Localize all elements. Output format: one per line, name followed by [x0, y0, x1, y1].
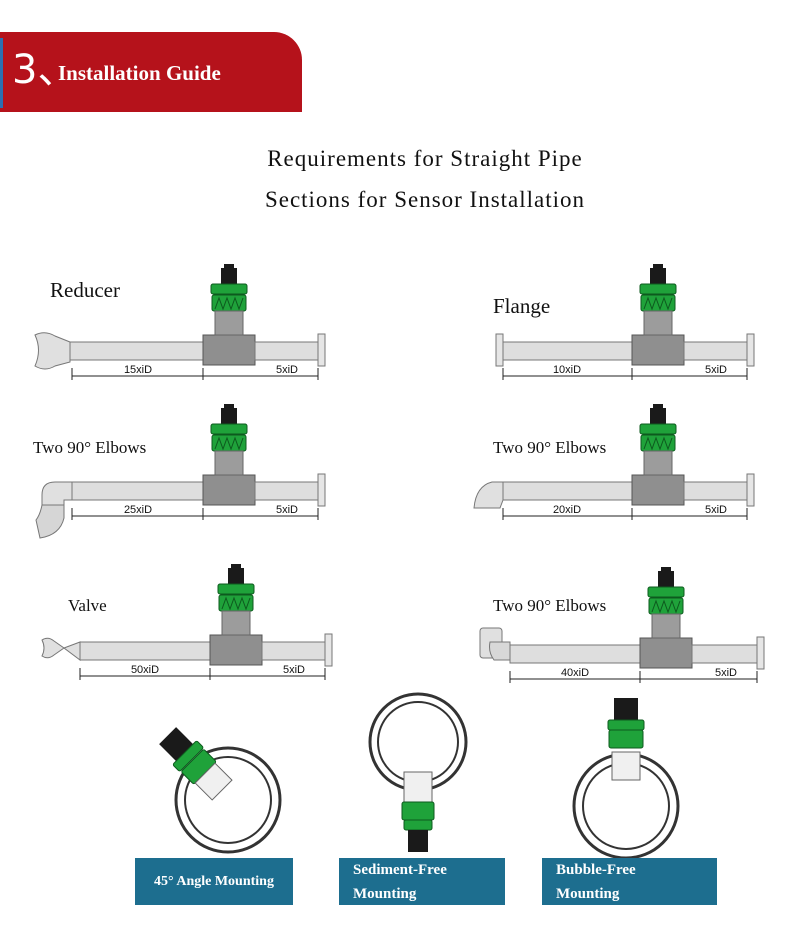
downstream-length: 5xiD [705, 504, 727, 516]
upstream-length: 40xiD [561, 667, 589, 679]
downstream-length: 5xiD [276, 504, 298, 516]
end-flange [756, 636, 765, 670]
mounting-bubble-line2: Mounting [556, 886, 620, 902]
upstream-pipe [509, 644, 641, 664]
downstream-length: 5xiD [715, 667, 737, 679]
downstream-pipe [254, 481, 319, 501]
banner-accent-stripe [0, 38, 3, 108]
sensor-icon [639, 403, 677, 476]
downstream-pipe [683, 481, 748, 501]
tee-body [631, 334, 685, 366]
valve-fitting [41, 637, 65, 659]
diagram-label-valve: Valve [68, 596, 107, 615]
end-flange [746, 333, 755, 367]
upstream-pipe [79, 641, 211, 661]
sensor-nut [607, 719, 645, 731]
mounting-angle-text: 45° Angle Mounting [154, 874, 274, 889]
diagram-label-reducer: Reducer [50, 278, 120, 302]
sensor-cap [408, 830, 428, 852]
mounting-45-angle-label: 45° Angle Mounting [135, 858, 293, 905]
end-flange [317, 333, 326, 367]
tee-body [639, 637, 693, 669]
diagram-two-elbows-left: Two 90° Elbows 25xiD 5xiD [33, 403, 326, 539]
sensor-icon [647, 566, 685, 639]
tee-body [209, 634, 263, 666]
valve-cone [62, 641, 81, 661]
downstream-pipe [261, 641, 326, 661]
diagram-label-flange: Flange [493, 294, 550, 318]
section-number: 3、 [12, 47, 78, 93]
tee-body [631, 474, 685, 506]
sensor-fitting [611, 751, 641, 781]
sensor-icon [217, 563, 255, 636]
elbow-fitting-lower [489, 641, 511, 661]
tee-body [202, 334, 256, 366]
downstream-pipe [691, 644, 758, 664]
upstream-length: 20xiD [553, 504, 581, 516]
diagram-reducer: Reducer 15xiD 5xiD [34, 263, 326, 380]
end-flange [746, 473, 755, 507]
pipe-circle-inner [377, 701, 459, 783]
end-flange [324, 633, 333, 667]
elbow-fitting-lower [35, 504, 65, 539]
sensor-nut [403, 819, 433, 831]
sensor-icon [639, 263, 677, 336]
sensor-fitting [403, 771, 433, 803]
diagram-valve: Valve 50xiD 5xiD [41, 563, 333, 680]
mounting-bubble-free [572, 698, 680, 860]
mounting-sediment-line2: Mounting [353, 886, 417, 902]
sensor-body [401, 801, 435, 821]
diagram-label-elbows: Two 90° Elbows [493, 596, 606, 615]
mounting-sediment-free [368, 692, 468, 852]
upstream-pipe [502, 481, 633, 501]
end-flange [317, 473, 326, 507]
sensor-icon [210, 403, 248, 476]
reducer-fitting [34, 332, 71, 370]
sensor-icon [210, 263, 248, 336]
section-banner [0, 32, 302, 112]
sensor-nut [172, 740, 204, 772]
diagram-flange: Flange 10xiD 5xiD [493, 263, 755, 380]
mounting-sediment-free-label: Sediment-Free Mounting [339, 858, 505, 905]
upstream-length: 15xiD [124, 364, 152, 376]
downstream-length: 5xiD [705, 364, 727, 376]
downstream-length: 5xiD [283, 664, 305, 676]
downstream-pipe [683, 341, 748, 361]
elbow-fitting [41, 481, 73, 506]
upstream-length: 50xiD [131, 664, 159, 676]
start-flange [495, 333, 504, 367]
downstream-pipe [254, 341, 319, 361]
heading-line-1: Requirements for Straight Pipe [267, 146, 583, 171]
diagram-label-elbows: Two 90° Elbows [493, 438, 606, 457]
mounting-45-angle [159, 727, 282, 854]
elbow-fitting [473, 481, 504, 509]
mounting-sediment-line1: Sediment-Free [353, 862, 447, 878]
tee-body [202, 474, 256, 506]
diagram-label-elbows: Two 90° Elbows [33, 438, 146, 457]
upstream-pipe [502, 341, 633, 361]
mounting-bubble-free-label: Bubble-Free Mounting [542, 858, 717, 905]
downstream-length: 5xiD [276, 364, 298, 376]
heading-line-2: Sections for Sensor Installation [264, 187, 586, 212]
section-title: Installation Guide [58, 61, 221, 85]
diagram-two-elbows-bottom: Two 90° Elbows 40xiD 5xiD [479, 566, 765, 683]
sensor-cap [614, 698, 638, 720]
mounting-bubble-line1: Bubble-Free [556, 862, 636, 878]
upstream-pipe [71, 481, 204, 501]
sensor-fitting [194, 762, 233, 801]
upstream-pipe [69, 341, 204, 361]
upstream-length: 25xiD [124, 504, 152, 516]
upstream-length: 10xiD [553, 364, 581, 376]
sensor-body [608, 729, 644, 749]
diagram-two-elbows-right: Two 90° Elbows 20xiD 5xiD [473, 403, 755, 520]
